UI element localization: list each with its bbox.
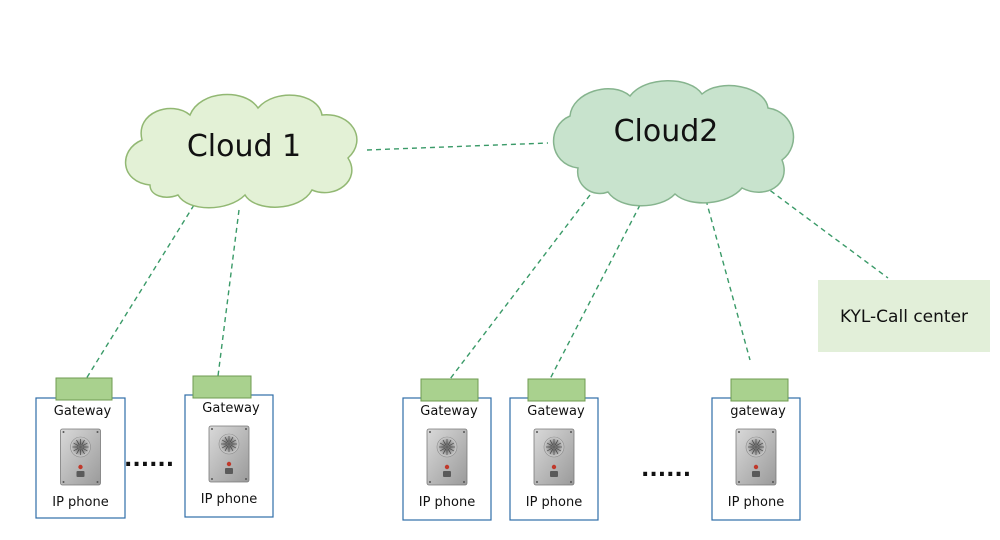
cloud-2-label: Cloud2 [614,114,719,149]
ip-phone-unit: Gateway IP phone [184,375,274,518]
connection-line [755,179,889,279]
gateway-box [192,375,252,399]
call-center: KYL-Call center [818,280,990,352]
connection-line [549,204,641,380]
ip-phone-unit: Gateway IP phone [35,377,126,519]
intercom-panel-icon [208,425,250,483]
intercom-panel-icon [533,428,575,486]
cloud-2: Cloud2 [553,80,795,207]
ip-phone-units: Gateway IP phone Gateway IP phone Gateway IP … [35,375,801,521]
call-center-box [818,280,990,352]
ip-phone-label: IP phone [201,492,258,507]
gateway-label: Gateway [202,401,260,416]
gateway-label: Gateway [54,404,112,419]
ip-phone-unit: Gateway IP phone [402,378,492,521]
ip-phone-label: IP phone [526,495,583,510]
gateway-label: Gateway [527,404,585,419]
ip-phone-unit: Gateway IP phone [509,378,599,521]
cloud-1: Cloud 1 [125,93,358,209]
intercom-panel-icon [60,428,101,486]
connection-line [85,204,195,380]
gateway-label: Gateway [420,404,478,419]
ellipsis-left: ...... [124,447,174,472]
intercom-panel-icon [735,428,777,486]
gateway-box [527,378,586,402]
connection-lines [85,142,889,380]
ip-phone-label: IP phone [419,495,476,510]
cloud-1-label: Cloud 1 [187,129,301,164]
connection-line [449,194,591,380]
connection-line [217,209,240,377]
call-center-label: KYL-Call center [840,307,968,327]
connection-line [366,142,549,151]
cloud-1-shape [125,93,358,209]
cloud-2-shape [553,80,795,207]
gateway-box [55,377,113,401]
gateway-label: gateway [730,404,786,419]
ellipsis-right: ...... [641,457,691,482]
gateway-box [420,378,479,402]
intercom-panel-icon [426,428,468,486]
ip-phone-label: IP phone [52,495,109,510]
ip-phone-label: IP phone [728,495,785,510]
connection-line [705,199,751,361]
gateway-box [730,378,789,402]
ip-phone-unit: gateway IP phone [711,378,801,521]
